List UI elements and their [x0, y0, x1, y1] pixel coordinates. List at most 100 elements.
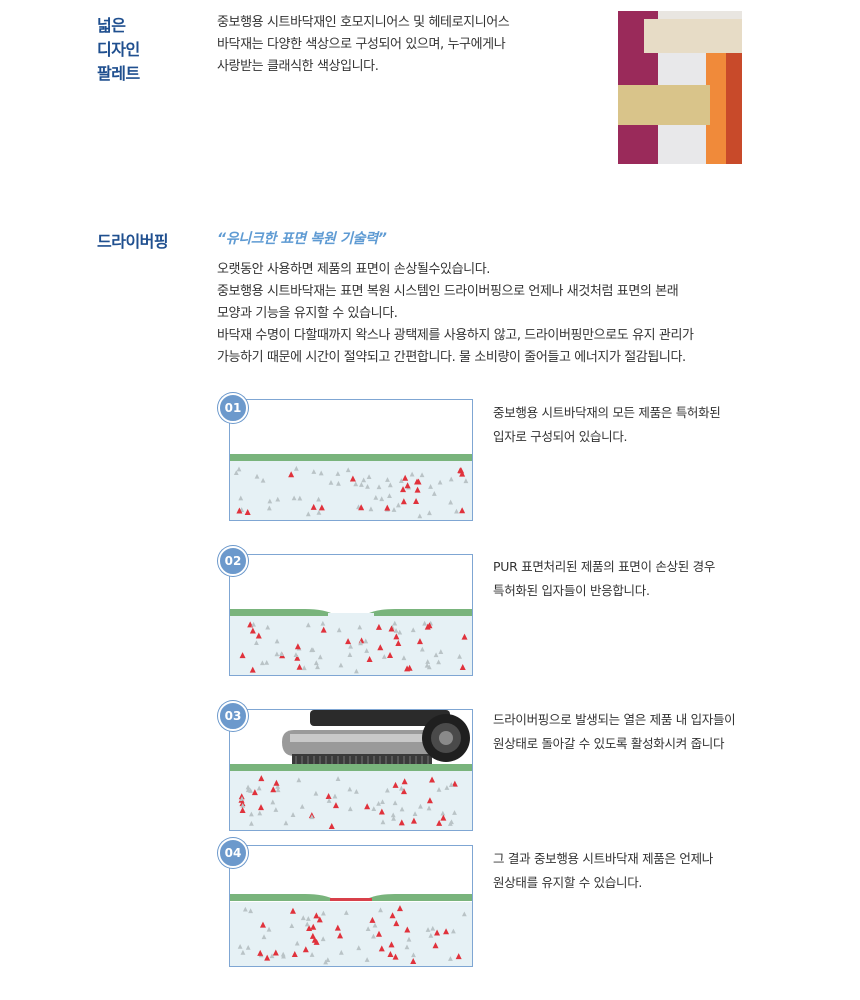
- particle-icon: [275, 787, 281, 793]
- particle-icon: [265, 624, 271, 630]
- particle-icon: [290, 812, 296, 817]
- step-text-line: 입자로 구성되어 있습니다.: [493, 429, 628, 444]
- particle-icon: [251, 621, 256, 627]
- particle-icon: [320, 620, 326, 626]
- particle-icon: [254, 473, 260, 479]
- step-04-diagram: [229, 845, 473, 967]
- particle-icon: [404, 926, 411, 933]
- particle-icon: [455, 953, 462, 960]
- particle-icon: [440, 810, 446, 816]
- particle-icon: [424, 662, 430, 668]
- particle-icon: [426, 622, 433, 629]
- particle-icon: [309, 932, 316, 939]
- particle-icon: [398, 478, 404, 483]
- particle-icon: [364, 803, 371, 810]
- particle-icon: [293, 652, 299, 658]
- particle-icon: [293, 465, 299, 471]
- particle-icon: [384, 504, 391, 511]
- particle-icon: [400, 788, 407, 795]
- particle-icon: [426, 805, 432, 811]
- particle-icon: [323, 959, 329, 965]
- particle-icon: [318, 470, 324, 476]
- particle-icon: [274, 651, 280, 657]
- palette-description-line: 사랑받는 클래식한 색상입니다.: [217, 59, 379, 74]
- particle-icon: [316, 916, 323, 923]
- particle-icon: [248, 908, 254, 914]
- particle-icon: [414, 478, 421, 485]
- particle-icon: [239, 806, 246, 813]
- particle-icon: [422, 620, 428, 626]
- particle-icon: [366, 474, 372, 480]
- particle-icon: [309, 814, 315, 820]
- particle-icon: [309, 647, 315, 653]
- particle-icon: [428, 484, 433, 489]
- particle-icon: [387, 951, 394, 958]
- particle-icon: [294, 654, 301, 661]
- particle-icon: [392, 781, 399, 788]
- particle-icon: [343, 910, 349, 915]
- particle-icon: [434, 929, 441, 936]
- particle-icon: [409, 471, 415, 477]
- particle-icon: [310, 503, 317, 510]
- particle-icon: [385, 477, 390, 482]
- particle-icon: [463, 478, 469, 484]
- particle-icon: [249, 821, 254, 826]
- particle-icon: [256, 785, 262, 791]
- step-text-line: PUR 표면처리된 제품의 표면이 손상된 경우: [493, 559, 716, 574]
- particle-icon: [371, 806, 377, 812]
- particle-icon: [338, 949, 344, 955]
- step-text-line: 그 결과 중보행용 시트바닥재 제품은 언제나: [493, 851, 713, 866]
- step-text-line: 원상태를 유지할 수 있습니다.: [493, 875, 643, 890]
- particle-icon: [257, 949, 264, 956]
- particle-icon: [305, 511, 311, 517]
- particle-icon: [254, 640, 259, 646]
- particle-icon: [410, 957, 417, 964]
- particle-icon: [316, 496, 321, 502]
- particle-icon: [301, 665, 307, 671]
- particle-icon: [361, 477, 367, 483]
- step-02-text: PUR 표면처리된 제품의 표면이 손상된 경우 특허화된 입자들이 반응합니다…: [493, 555, 715, 603]
- particle-icon: [392, 953, 399, 960]
- particle-icon: [399, 785, 404, 791]
- particle-icon: [396, 905, 403, 912]
- particle-icon: [264, 954, 271, 961]
- particle-icon: [366, 655, 373, 662]
- dry-buffing-description-line: 가능하기 때문에 시간이 절약되고 간편합니다. 물 소비량이 줄어들고 에너지…: [217, 350, 686, 365]
- particle-icon: [258, 775, 265, 782]
- particle-icon: [379, 496, 385, 502]
- step-02-badge: 02: [218, 546, 248, 576]
- particle-icon: [296, 777, 302, 783]
- particle-icon: [391, 507, 397, 512]
- palette-title-line: 넓은: [97, 16, 126, 35]
- damaged-surface-icon: [230, 609, 472, 675]
- particle-icon: [419, 472, 425, 478]
- particle-icon: [257, 810, 263, 816]
- step-04-badge: 04: [218, 838, 248, 868]
- particle-icon: [270, 786, 277, 793]
- particle-icon: [251, 789, 258, 796]
- particle-icon: [436, 786, 442, 792]
- particle-icon: [325, 957, 331, 963]
- particle-icon: [437, 479, 443, 485]
- particle-icon: [368, 506, 374, 512]
- particle-icon: [389, 912, 396, 919]
- particle-icon: [378, 907, 383, 913]
- particle-icon: [369, 916, 376, 923]
- particle-icon: [274, 638, 280, 644]
- particle-icon: [269, 953, 275, 959]
- particle-icon: [238, 793, 245, 800]
- particle-icon: [373, 494, 379, 500]
- particle-icon: [266, 505, 272, 511]
- step-01-text: 중보행용 시트바닥재의 모든 제품은 특허화된 입자로 구성되어 있습니다.: [493, 401, 721, 449]
- particle-icon: [296, 663, 303, 670]
- particle-icon: [238, 495, 244, 501]
- dry-buffing-description-line: 중보행용 시트바닥재는 표면 복원 시스템인 드라이버핑으로 언제나 새것처럼 …: [217, 284, 679, 299]
- swatch-strip-beige: [644, 19, 742, 53]
- particle-icon: [404, 482, 411, 489]
- particle-icon: [258, 804, 265, 811]
- particle-icon: [348, 643, 353, 649]
- particle-icon: [313, 912, 320, 919]
- particle-icon: [345, 467, 351, 473]
- particle-icon: [450, 928, 456, 934]
- particle-icon: [365, 484, 370, 489]
